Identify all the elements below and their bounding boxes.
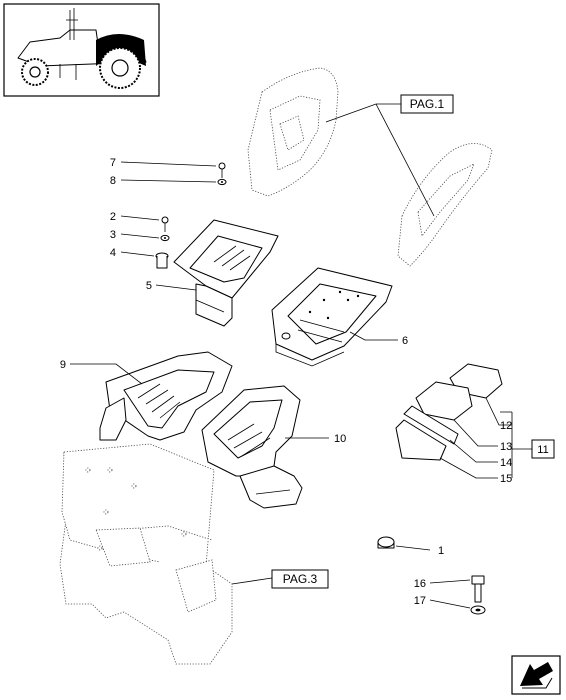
callout-13: 13 bbox=[500, 441, 512, 453]
callout-1: 1 bbox=[438, 545, 444, 557]
callout-12: 12 bbox=[500, 420, 512, 432]
washer-17 bbox=[470, 605, 486, 615]
callout-3: 3 bbox=[110, 229, 116, 241]
tractor-thumbnail-icon bbox=[3, 3, 160, 97]
pag3-label: PAG.3 bbox=[283, 572, 318, 586]
callout-15: 15 bbox=[500, 473, 512, 485]
plug-1 bbox=[377, 536, 395, 549]
callout-7: 7 bbox=[110, 157, 116, 169]
plug-4 bbox=[155, 252, 169, 269]
next-page-arrow-icon[interactable] bbox=[511, 655, 561, 695]
group-11-label: 11 bbox=[537, 444, 548, 456]
callout-17: 17 bbox=[414, 595, 426, 607]
callout-4: 4 bbox=[110, 247, 116, 259]
callout-8: 8 bbox=[110, 175, 116, 187]
callout-10: 10 bbox=[334, 433, 346, 445]
callout-5: 5 bbox=[146, 280, 152, 292]
pag1-reference[interactable]: PAG.1 bbox=[400, 94, 454, 114]
right-fender bbox=[397, 143, 493, 267]
callout-2: 2 bbox=[110, 211, 116, 223]
group-11-reference[interactable]: 11 bbox=[531, 439, 555, 459]
pad-14 bbox=[403, 405, 459, 445]
washer-3 bbox=[160, 234, 170, 242]
left-fender bbox=[247, 67, 339, 197]
step-mat-9 bbox=[99, 351, 233, 441]
callout-6: 6 bbox=[402, 335, 408, 347]
callout-16: 16 bbox=[414, 578, 426, 590]
bracket-6 bbox=[271, 267, 393, 367]
cab-base-frame bbox=[59, 443, 233, 665]
callout-14: 14 bbox=[500, 457, 512, 469]
pag1-label: PAG.1 bbox=[410, 97, 445, 111]
step-mat-10 bbox=[201, 385, 303, 509]
bolt-7 bbox=[218, 162, 226, 178]
washer-8 bbox=[217, 178, 227, 186]
bracket-5 bbox=[173, 219, 279, 327]
pag3-reference[interactable]: PAG.3 bbox=[271, 569, 329, 589]
bolt-16 bbox=[471, 575, 485, 603]
pad-15 bbox=[395, 419, 447, 461]
bolt-2 bbox=[161, 216, 169, 232]
callout-9: 9 bbox=[60, 359, 66, 371]
